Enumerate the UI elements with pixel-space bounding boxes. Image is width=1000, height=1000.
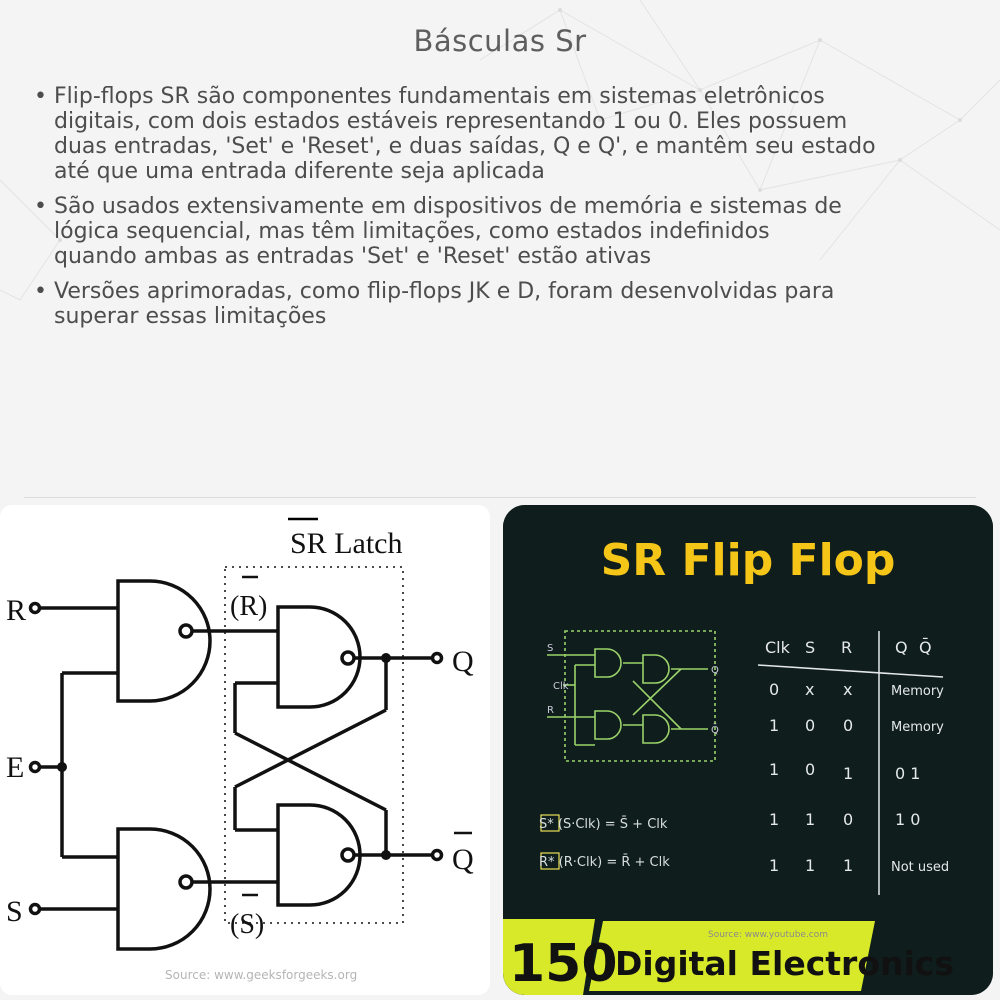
table-cell: 1 [769, 810, 779, 829]
latch-heading: SR Latch [290, 527, 403, 560]
input-e-label: E [6, 751, 24, 784]
bullet-dot-icon: • [34, 194, 47, 219]
bullet-line: quando ambas as entradas 'Set' e 'Reset'… [54, 244, 652, 269]
input-r-label: R [6, 594, 26, 627]
table-cell: 0 [843, 810, 853, 829]
s-bar-label: (S) [230, 909, 264, 940]
table-header: R [841, 638, 852, 657]
bullet-line: digitais, com dois estados estáveis repr… [54, 109, 848, 134]
bullet-line: Versões aprimoradas, como flip-flops JK … [54, 279, 835, 304]
circuit-sketch [547, 630, 716, 762]
section-divider [24, 497, 976, 498]
table-header: Q̄ [919, 638, 932, 657]
table-cell: 1 [805, 810, 815, 829]
equation-s: S* (S·Clk) = S̄ + Clk [539, 817, 668, 832]
svg-text:Q̄: Q̄ [711, 723, 719, 736]
page-title: Básculas Sr [413, 24, 587, 58]
table-cell: 1 [769, 856, 779, 875]
bullet-line: São usados extensivamente em dispositivo… [54, 194, 842, 219]
table-cell: 0 [843, 716, 853, 735]
table-cell: Memory [891, 720, 944, 735]
table-cell: 0 [805, 716, 815, 735]
table-header: S [805, 638, 815, 657]
svg-text:S: S [547, 643, 553, 654]
left-source-caption: Source: www.geeksforgeeks.org [165, 968, 357, 982]
table-cell: x [843, 680, 852, 699]
bullet-item: • Flip-flops SR são componentes fundamen… [30, 84, 965, 184]
svg-text:Q: Q [711, 665, 719, 676]
equation-r: R* (R·Clk) = R̄ + Clk [539, 855, 670, 870]
bullet-item: • Versões aprimoradas, como flip-flops J… [30, 279, 965, 329]
sr-latch-diagram: SR Latch R E S [6, 517, 474, 982]
bullet-line: lógica sequencial, mas têm limitações, c… [54, 219, 770, 244]
table-header: Clk [765, 638, 791, 657]
sr-flip-flop-board: SR Flip Flop S R Clk Q Q̄ [503, 505, 993, 995]
table-cell: x [805, 680, 814, 699]
background-network-pattern [0, 0, 1000, 301]
r-bar-label: (R) [230, 591, 267, 622]
table-cell: 0 [769, 680, 779, 699]
bullet-line: Flip-flops SR são componentes fundamenta… [54, 84, 825, 109]
svg-text:R: R [547, 705, 554, 716]
table-cell: 1 [843, 764, 853, 783]
table-cell: 1 0 [895, 810, 920, 829]
bullet-line: duas entradas, 'Set' e 'Reset', e duas s… [54, 134, 876, 159]
table-cell: 1 [805, 856, 815, 875]
table-cell: 1 [769, 760, 779, 779]
flip-flop-title: SR Flip Flop [601, 535, 896, 586]
svg-text:Clk: Clk [553, 681, 569, 692]
table-header: Q [895, 638, 908, 657]
sr-flip-flop-figure: SR Flip Flop S R Clk Q Q̄ [503, 505, 993, 995]
output-q-label: Q [452, 645, 474, 678]
right-source-caption: Source: www.youtube.com [708, 930, 828, 940]
banner-number: 150 [509, 934, 618, 994]
bullet-line: até que uma entrada diferente seja aplic… [54, 159, 545, 184]
table-cell: 0 [805, 760, 815, 779]
table-cell: Memory [891, 684, 944, 699]
truth-table: Clk S R Q Q̄ 0 x x Memory 1 0 0 Memory 1… [765, 638, 949, 875]
bullet-line: superar essas limitações [54, 304, 327, 329]
table-cell: 1 [769, 716, 779, 735]
bullet-dot-icon: • [34, 84, 47, 109]
output-q-bar-label: Q [452, 843, 474, 876]
table-cell: Not used [891, 860, 949, 875]
bullet-item: • São usados extensivamente em dispositi… [30, 194, 965, 269]
table-cell: 1 [843, 856, 853, 875]
bullet-list: • Flip-flops SR são componentes fundamen… [30, 84, 965, 339]
bullet-dot-icon: • [34, 279, 47, 304]
sr-latch-figure: SR Latch R E S [0, 505, 490, 995]
table-cell: 0 1 [895, 764, 920, 783]
banner-text: Digital Electronics [615, 944, 954, 983]
input-s-label: S [6, 895, 23, 928]
